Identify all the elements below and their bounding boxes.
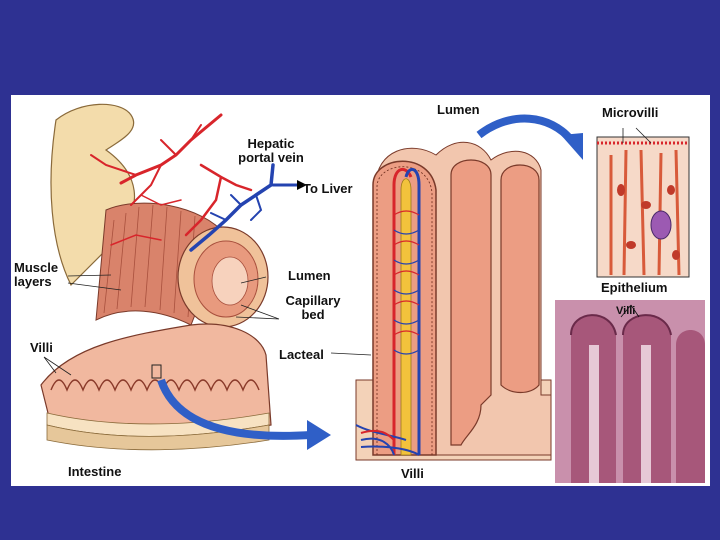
curved-arrow-lower-head [307, 420, 331, 450]
label-villi-micrograph: Villi [616, 304, 635, 318]
label-intestine: Intestine [68, 465, 121, 479]
label-to-liver: To Liver [303, 182, 353, 196]
label-hepatic-portal-vein: Hepatic portal vein [231, 137, 311, 165]
label-villi-bottom: Villi [401, 467, 424, 481]
label-epithelium: Epithelium [601, 281, 667, 295]
label-microvilli: Microvilli [602, 106, 658, 120]
label-lacteal: Lacteal [279, 348, 324, 362]
curved-arrow-upper-head [561, 133, 583, 160]
villus-illustration [356, 142, 551, 460]
label-muscle-layers: Muscle layers [14, 261, 58, 289]
epithelium-illustration [597, 128, 689, 277]
label-villi-left: Villi [30, 341, 53, 355]
label-lumen-left: Lumen [288, 269, 331, 283]
villi-micrograph [555, 300, 705, 483]
label-lumen-top: Lumen [437, 103, 480, 117]
diagram-panel: Hepatic portal vein To Liver Muscle laye… [11, 95, 710, 486]
label-capillary-bed: Capillary bed [279, 294, 347, 322]
curved-arrow-upper [479, 119, 571, 140]
